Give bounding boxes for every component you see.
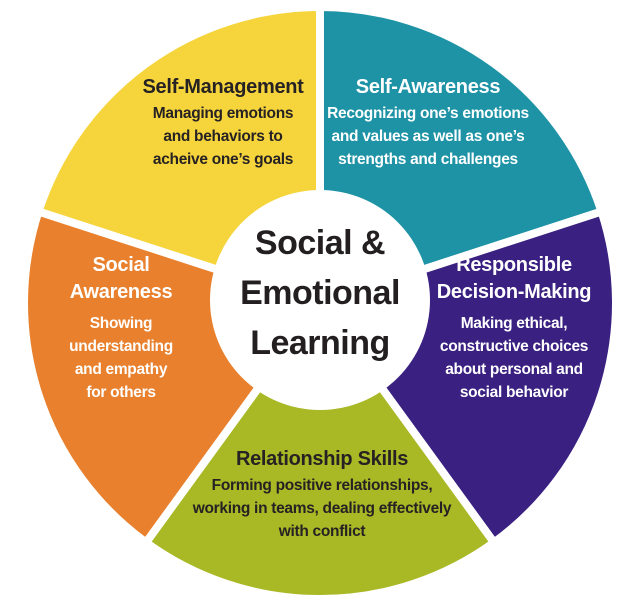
wheel-segment-relationship-skills — [142, 299, 498, 603]
wheel-center-circle — [210, 190, 430, 410]
